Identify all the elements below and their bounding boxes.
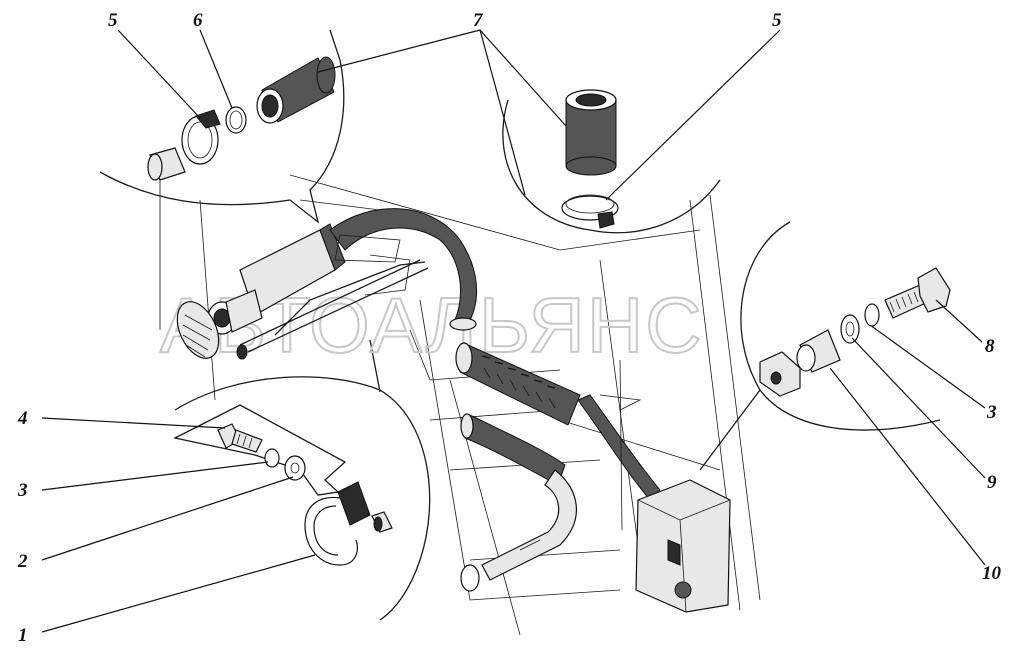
- callout-5-left: 5: [108, 10, 118, 31]
- callout-2: 2: [17, 551, 28, 572]
- bent-hose-main: [329, 208, 478, 331]
- sleeve-part: [147, 147, 186, 181]
- tailpipe-assembly: [460, 413, 577, 592]
- callout-7: 7: [473, 10, 484, 31]
- square-nut: [759, 351, 801, 397]
- detail-bubble-top-left: [99, 29, 345, 224]
- support-bracket: [334, 234, 411, 296]
- exhaust-muffler: [455, 342, 581, 426]
- o-ring-part: [225, 106, 247, 134]
- rubber-bushing: [371, 511, 393, 533]
- control-box: [635, 479, 731, 613]
- callout-1: 1: [18, 625, 28, 646]
- callout-3-right: 3: [986, 402, 997, 423]
- callout-8: 8: [985, 336, 995, 357]
- spring-washer-left: [264, 448, 280, 468]
- hose-clamp-left: [181, 109, 221, 165]
- leader-lines: [41, 29, 986, 633]
- callout-3-left: 3: [17, 480, 28, 501]
- callout-10: 10: [982, 563, 1002, 584]
- detail-bubble-top-right: [502, 99, 721, 234]
- detail-bubble-bottom-left: [174, 376, 431, 621]
- callout-6: 6: [193, 10, 203, 31]
- p-clip: [304, 481, 371, 566]
- hose-clamp-right: [561, 194, 619, 229]
- flat-washer-right: [840, 314, 860, 344]
- hex-bolt-left: [217, 423, 263, 453]
- callout-9: 9: [987, 472, 997, 493]
- hose-section-right: [565, 89, 617, 176]
- hex-bolt-right: [884, 267, 951, 319]
- bolt-kit-outline: [173, 404, 347, 496]
- fuel-lines: [236, 259, 429, 360]
- callout-4: 4: [17, 408, 28, 429]
- callout-5-right: 5: [772, 10, 782, 31]
- air-intake-grille: [176, 301, 220, 359]
- spring-washer-right: [864, 303, 880, 327]
- spacer-bushing: [796, 329, 841, 373]
- hose-section-left: [256, 56, 336, 124]
- flat-washer-left: [284, 455, 306, 481]
- heater-unit: [207, 223, 346, 335]
